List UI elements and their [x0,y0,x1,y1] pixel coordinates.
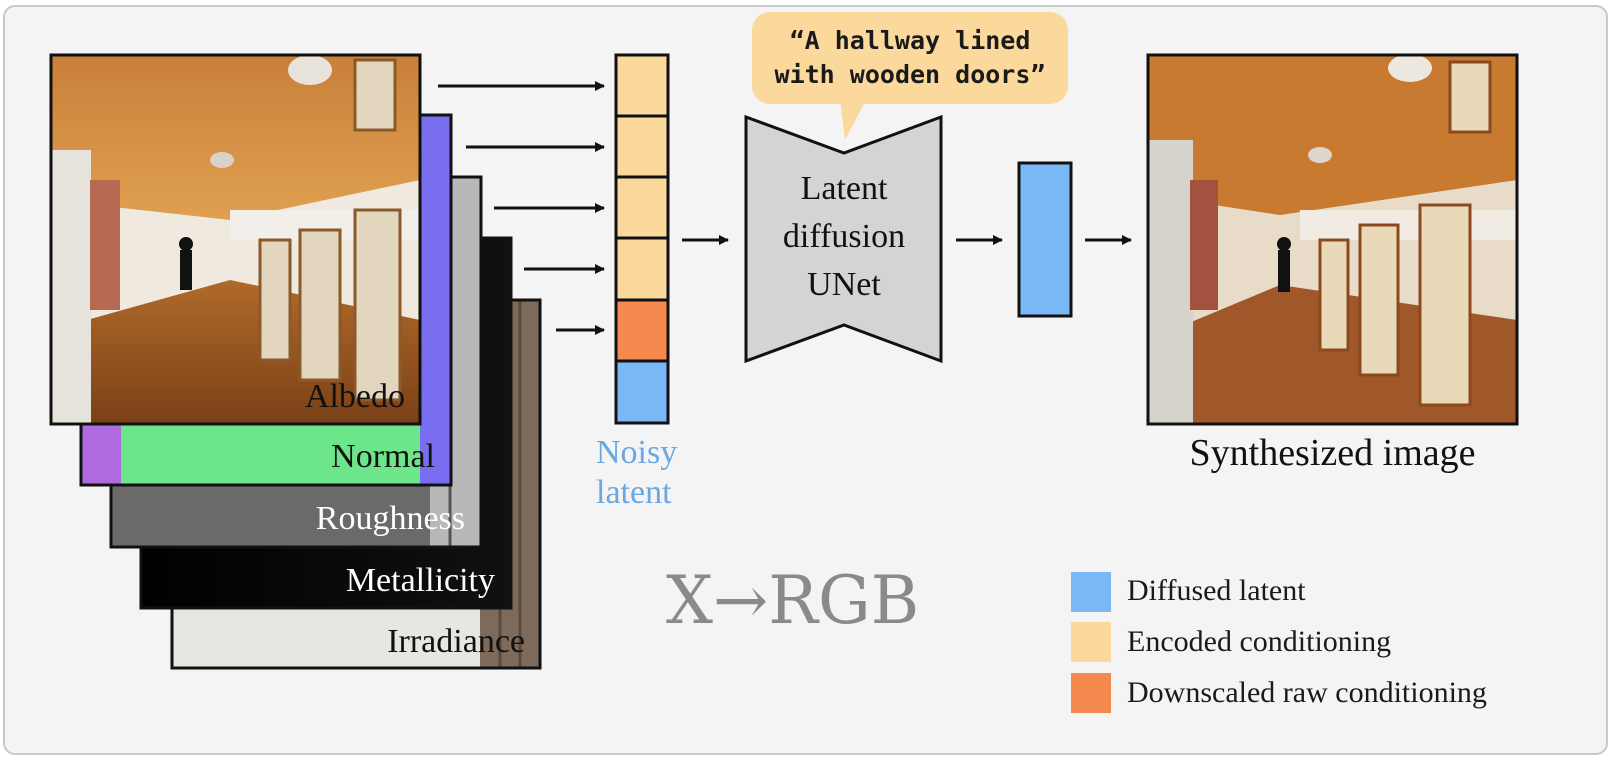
latent-block-encoded [614,114,670,179]
legend-swatch-raw [1071,673,1111,713]
latent-block-raw [614,298,670,363]
diagram-title: X→RGB [666,562,920,639]
synthesized-image [1146,53,1519,426]
legend-swatch-encoded [1071,622,1111,662]
synthesized-image-caption: Synthesized image [1189,432,1476,474]
noisy-latent-stack [614,53,670,425]
albedo-layer [49,53,422,426]
prompt-line-1: “A hallway lined [789,26,1031,55]
layer-label-metallicity: Metallicity [345,562,495,599]
unet-shape-body [744,114,943,364]
layer-label-roughness: Roughness [315,500,465,537]
output-latent [1017,161,1073,318]
layer-label-albedo: Albedo [304,378,405,415]
legend-swatch-diffused [1071,572,1111,612]
latent-block-encoded [614,175,670,240]
layer-label-irradiance: Irradiance [387,623,525,660]
prompt-text: “A hallway lined with wooden doors” [752,24,1068,92]
legend-label-diffused: Diffused latent [1127,574,1306,607]
latent-block-diffused [614,359,670,425]
legend-label-encoded: Encoded conditioning [1127,625,1392,658]
layer-label-normal: Normal [331,438,435,475]
legend-label-raw: Downscaled raw conditioning [1127,676,1487,709]
unet-label-1: Latent [800,170,888,207]
layer-arrows [438,81,605,335]
latent-block-encoded [614,53,670,118]
prompt-line-2: with wooden doors” [774,60,1046,89]
unet-label-2: diffusion [782,218,906,255]
noisy-latent-label-2: latent [596,474,672,511]
unet-label-3: UNet [807,266,881,303]
noisy-latent-label: Noisy [596,434,678,471]
prompt-bubble [752,12,1068,140]
latent-block-encoded [614,236,670,302]
